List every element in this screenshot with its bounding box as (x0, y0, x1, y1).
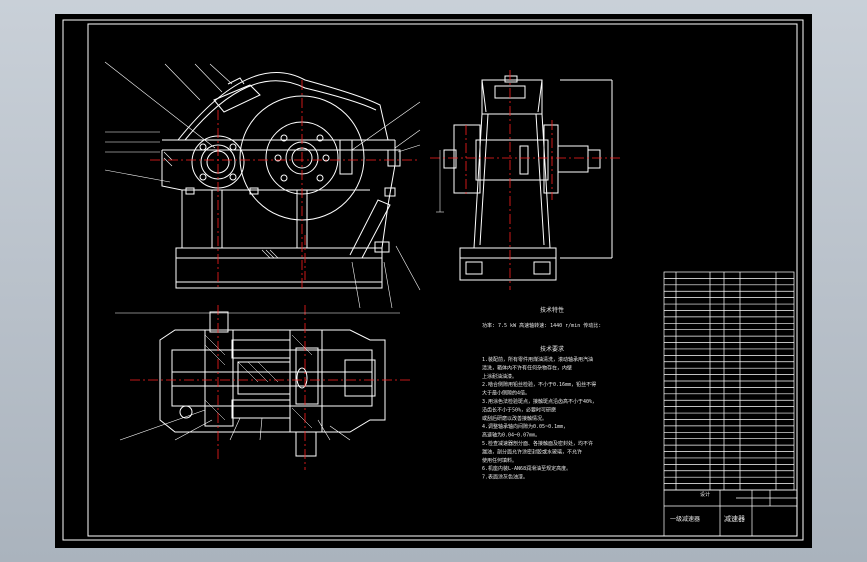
top-view-leaders (115, 312, 400, 441)
tech-req-lines: 1.装配前，所有零件用煤油清洗，滚动轴承用汽油 清洗，箱体内不许有任何杂物存在，… (482, 356, 597, 481)
tech-req-line: 6.机座内装L-AN68润滑油至规定高度。 (482, 465, 571, 472)
tech-params-line: 功率: 7.5 kW 高速轴转速: 1440 r/min 传动比: (482, 322, 601, 329)
tech-params-title: 技术特性 (540, 306, 564, 314)
border-frame-outer (62, 19, 804, 541)
tech-req-line: 7.表面涂灰色油漆。 (482, 474, 528, 481)
tech-req-line: 或刮后研磨以改善接触情况。 (482, 415, 547, 422)
title-block-drawing-name: 减速器 (724, 514, 745, 523)
top-view-centerlines (130, 305, 410, 470)
title-block (663, 489, 798, 537)
border-frame-inner (87, 23, 798, 537)
title-block-school: 一级减速器 (670, 515, 700, 523)
side-view (443, 75, 613, 281)
tech-req-line: 4.调整轴承轴向间隙为0.05~0.1mm， (482, 423, 568, 430)
tech-req-line: 清洗，箱体内不许有任何杂物存在，内壁 (482, 364, 572, 371)
tech-req-line: 高速轴为0.04~0.07mm。 (482, 432, 540, 439)
side-view-dimension (436, 150, 444, 213)
top-view (159, 311, 386, 457)
side-view-centerlines (430, 70, 620, 290)
front-view (161, 72, 401, 289)
drawing-background (55, 14, 812, 548)
parts-list (663, 271, 795, 491)
tech-req-title: 技术要求 (540, 345, 564, 353)
front-view-leaders (104, 61, 421, 309)
tech-req-line: 上涂耐油油漆。 (482, 373, 517, 380)
tech-req-line: 使用任何填料。 (482, 457, 517, 464)
tech-req-line: 大于最小侧隙的4倍。 (482, 390, 530, 397)
front-view-hatch (163, 151, 279, 259)
tech-req-line: 2.啮合侧隙用铅丝检验，不小于0.16mm，铅丝不得 (482, 381, 596, 388)
title-block-designer: 设计 (700, 491, 710, 498)
top-view-hatch (204, 334, 313, 429)
tech-req-line: 1.装配前，所有零件用煤油清洗，滚动轴承用汽油 (482, 356, 593, 363)
technical-text-block: 技术特性 功率: 7.5 kW 高速轴转速: 1440 r/min 传动比: 技… (482, 306, 601, 481)
tech-req-line: 5.检查减速器剖分面、各接触面及密封处，均不许 (482, 440, 593, 447)
front-view-centerlines (150, 80, 420, 290)
tech-req-line: 沿齿长不小于50%，必要时可研磨 (482, 406, 556, 413)
tech-req-line: 3.用涂色法检验斑点，接触斑点沿齿高不小于40%， (482, 398, 597, 405)
tech-req-line: 漏油，剖分面允许涂密封胶或水玻璃，不允许 (482, 448, 582, 455)
